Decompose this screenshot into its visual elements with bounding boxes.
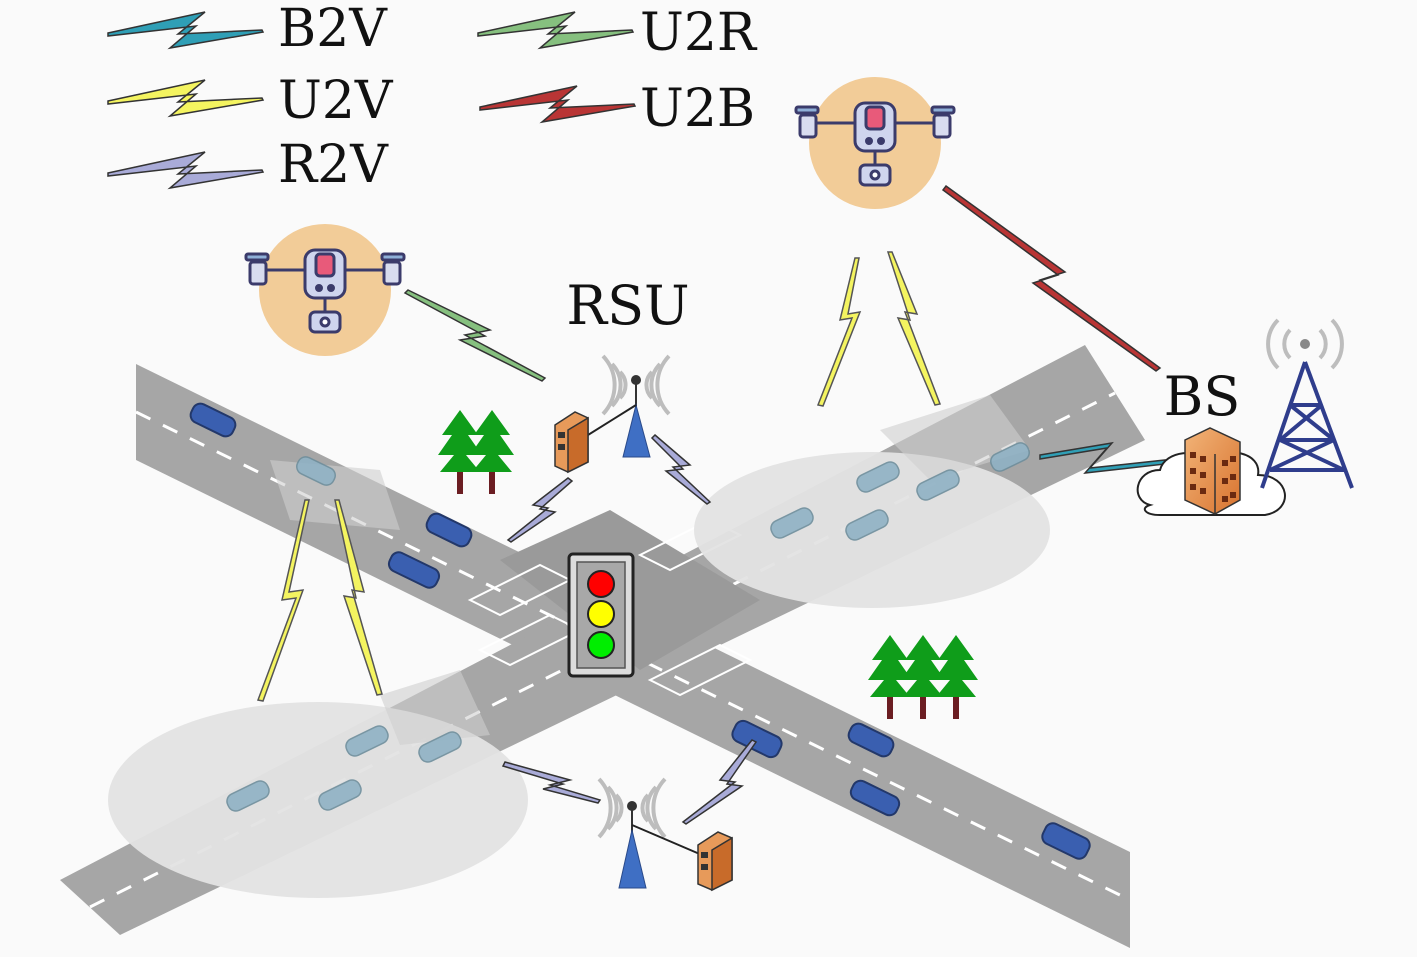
legend-item-u2v: U2V	[107, 71, 394, 131]
traffic-light-green	[587, 631, 615, 659]
bolt-icon	[479, 85, 637, 124]
antenna-icon	[618, 829, 647, 889]
signal-icon	[601, 354, 671, 416]
svg-text:U2R: U2R	[640, 3, 758, 63]
tower-icon	[1260, 318, 1354, 489]
drone-icon	[794, 101, 956, 187]
trees-left	[438, 410, 514, 494]
legend-item-r2v: R2V	[107, 135, 389, 195]
drone-icon	[244, 248, 406, 334]
svg-text:B2V: B2V	[278, 0, 388, 59]
building-icon	[1184, 427, 1241, 515]
r2v-link	[501, 433, 758, 825]
svg-text:U2B: U2B	[640, 79, 755, 139]
legend-item-b2v: B2V	[107, 0, 388, 59]
bolt-icon	[107, 11, 265, 50]
bolt-icon	[107, 151, 265, 190]
legend-item-u2r: U2R	[477, 3, 758, 63]
rsu-label: RSU	[566, 274, 689, 337]
drone-left	[244, 224, 406, 356]
rsu-box-icon	[697, 831, 733, 892]
traffic-light	[567, 552, 635, 678]
base-station	[1136, 318, 1354, 516]
rsu-unit	[554, 354, 671, 474]
u2r-link	[403, 289, 547, 382]
vehicle-faded	[226, 442, 1030, 812]
signal-icon	[597, 777, 667, 839]
svg-text:R2V: R2V	[278, 135, 389, 195]
vehicle	[189, 402, 1091, 860]
drone-right	[794, 77, 956, 209]
u2v-link	[256, 251, 942, 702]
bolt-icon	[107, 79, 265, 118]
bs-label: BS	[1164, 365, 1241, 428]
u2b-link	[941, 184, 1162, 372]
antenna-icon	[622, 403, 651, 458]
traffic-light-yellow	[587, 600, 615, 628]
traffic-light-red	[587, 570, 615, 598]
beam-cone	[380, 670, 490, 745]
legend-item-u2b: U2B	[479, 79, 755, 139]
svg-text:U2V: U2V	[278, 71, 394, 131]
rsu-unit	[597, 777, 733, 892]
legend: B2V U2V R2V U2R U2B	[107, 0, 758, 195]
vehicles	[189, 402, 1091, 860]
rsu-box-icon	[554, 411, 589, 474]
bolt-icon	[477, 11, 635, 50]
trees-right	[868, 635, 978, 719]
